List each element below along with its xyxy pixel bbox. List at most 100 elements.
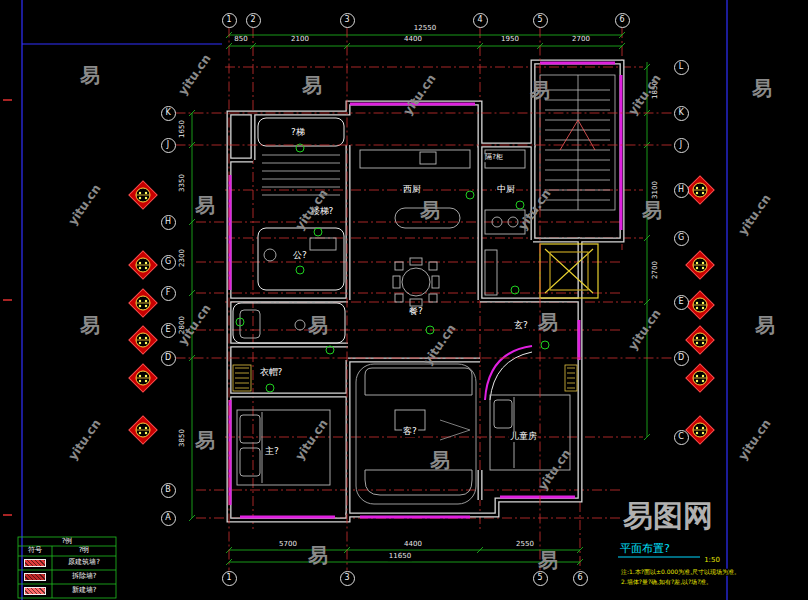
axis-bubble: G [674,231,689,246]
axis-line [176,113,674,114]
index-diamonds [686,176,714,204]
axis-letter: J [680,141,682,149]
title-underline [618,556,700,557]
legend-table [18,537,116,598]
room-name: 公? [292,251,308,261]
axis-bubble: 6 [615,13,630,28]
furniture [410,299,422,306]
elevator [540,244,598,298]
furniture [410,258,422,265]
room-name: 主? [264,447,280,457]
index-diamonds [686,326,714,354]
room-outline [258,118,344,146]
axis-letter: 5 [537,16,542,24]
stair [540,75,615,210]
room-tag [511,286,519,294]
wardrobe [233,365,251,391]
axis-letter: L [679,63,683,71]
watermark: 易 [538,311,558,333]
axis-letter: B [165,486,171,494]
axis-bubble: 1 [222,571,237,586]
room-name: 衣帽? [259,368,284,378]
window [230,63,621,517]
legend-text: 拆除墙? [72,573,97,581]
dimension-text: 3100 [652,180,660,200]
furniture [310,238,336,250]
axis-letter: D [678,354,684,362]
axis-bubble: K [674,106,689,121]
furniture [485,150,525,168]
room-outline [485,346,532,400]
stair [262,75,615,210]
dimension-line [226,32,625,49]
dimension-text: 1650 [179,119,187,139]
legend-table [18,537,116,598]
watermark: yitu.cn [66,182,103,228]
furniture [237,410,330,485]
room-tag [516,201,524,209]
axis-letter: E [165,326,170,334]
dimension-text: 2700 [652,260,660,280]
room-tag [296,266,304,274]
wardrobe [235,368,249,388]
furniture [429,294,437,302]
axis-line [540,28,541,571]
watermark: 易 [752,77,772,99]
dimension-text: 2300 [179,248,187,268]
dimension-line [189,32,650,565]
watermark: 易 [642,199,662,221]
watermark: 易 [308,544,328,566]
axis-bubble: 1 [222,13,237,28]
room-tag [266,384,274,392]
axis-letter: 6 [577,574,582,582]
edge-tick [3,99,12,101]
axis-bubble: J [674,138,689,153]
room-name: 西厨 [402,185,422,195]
axis-letter: H [678,186,684,194]
axis-letter: K [678,109,683,117]
watermark: 易 [420,199,440,221]
dimension-text: 3850 [179,428,187,448]
axis-letter: 5 [537,574,542,582]
axis-letter: A [165,514,170,522]
axis-bubble: D [161,351,176,366]
watermark: 易 [530,79,550,101]
dimension-text: 2700 [571,36,591,44]
stair [262,155,340,195]
watermark: yitu.cn [293,417,330,463]
axis-line [176,145,674,146]
wall [229,113,580,515]
axis-letter: 6 [619,16,624,24]
watermark: yitu.cn [176,52,213,98]
axis-bubble: D [674,351,689,366]
index-diamonds [129,326,157,354]
axis-letter: 4 [477,16,482,24]
room-name: ?梯 [290,128,306,138]
elevator [550,252,588,290]
room-name: 隔?柜 [484,154,504,162]
axis-bubble: 5 [533,571,548,586]
wall [229,62,622,520]
dimension-text: 5700 [278,541,298,549]
axis-letter: F [166,289,171,297]
frame-line [22,43,222,44]
axis-letter: 3 [344,16,349,24]
axis-bubble: 3 [340,571,355,586]
axis-bubble: K [161,106,176,121]
furniture [365,470,472,495]
room-name: 餐? [408,307,424,317]
axis-line [196,490,620,491]
room-name: 客? [402,427,418,437]
axis-bubble: 3 [340,13,355,28]
stair [560,120,595,150]
axis-line [196,262,620,263]
index-diamonds [129,416,157,444]
axis-letter: D [165,354,171,362]
wardrobe [233,365,577,391]
axis-bubble: H [674,183,689,198]
furniture [420,152,436,164]
dimension-text: 1950 [500,36,520,44]
room-tag [236,144,549,392]
axis-line [253,28,254,530]
